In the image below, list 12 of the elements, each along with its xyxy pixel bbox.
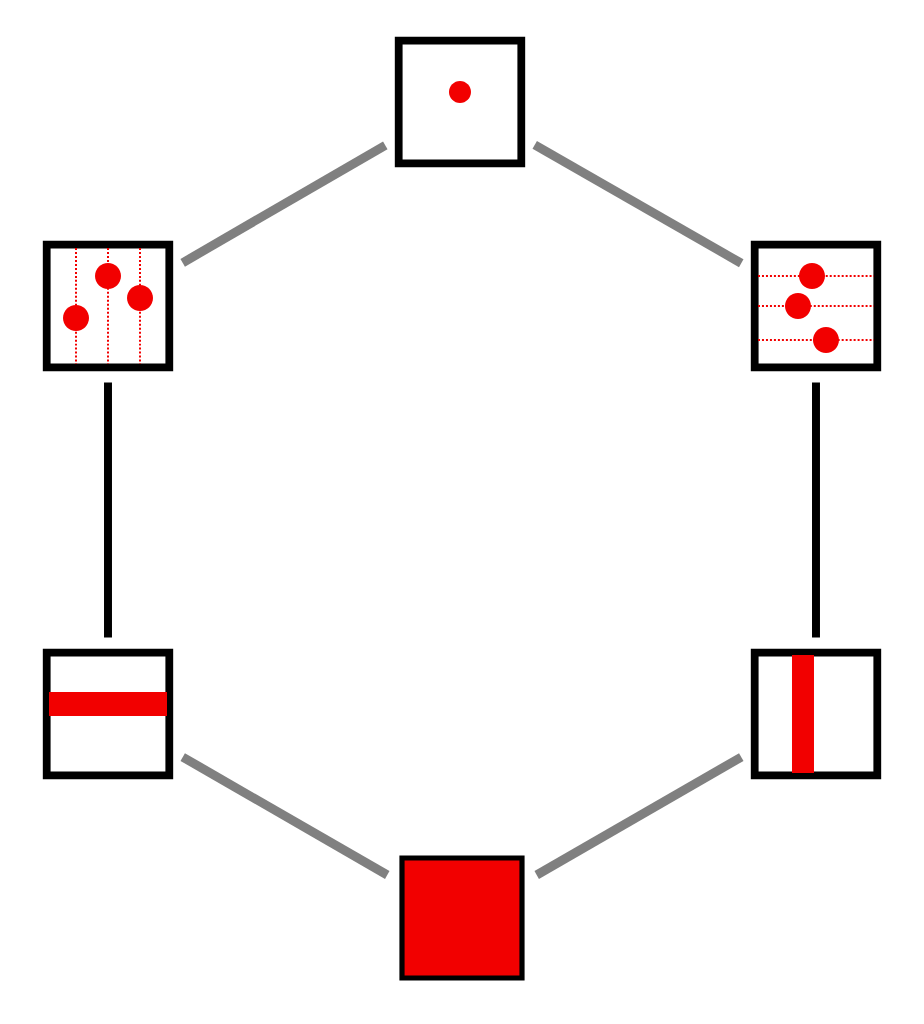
- bar-box-drawing: [750, 648, 882, 780]
- scatter-box-drawing: [750, 240, 882, 372]
- connector-line: [534, 753, 744, 879]
- connector-line: [104, 382, 112, 638]
- scatter-box-drawing: [42, 240, 174, 372]
- dot-box-drawing: [394, 36, 526, 168]
- connector-line: [812, 382, 820, 638]
- connector-line: [180, 753, 390, 879]
- connector-line: [532, 140, 744, 268]
- bar-box-drawing: [42, 648, 174, 780]
- filled-box-drawing: [399, 855, 525, 981]
- connector-line: [180, 141, 388, 267]
